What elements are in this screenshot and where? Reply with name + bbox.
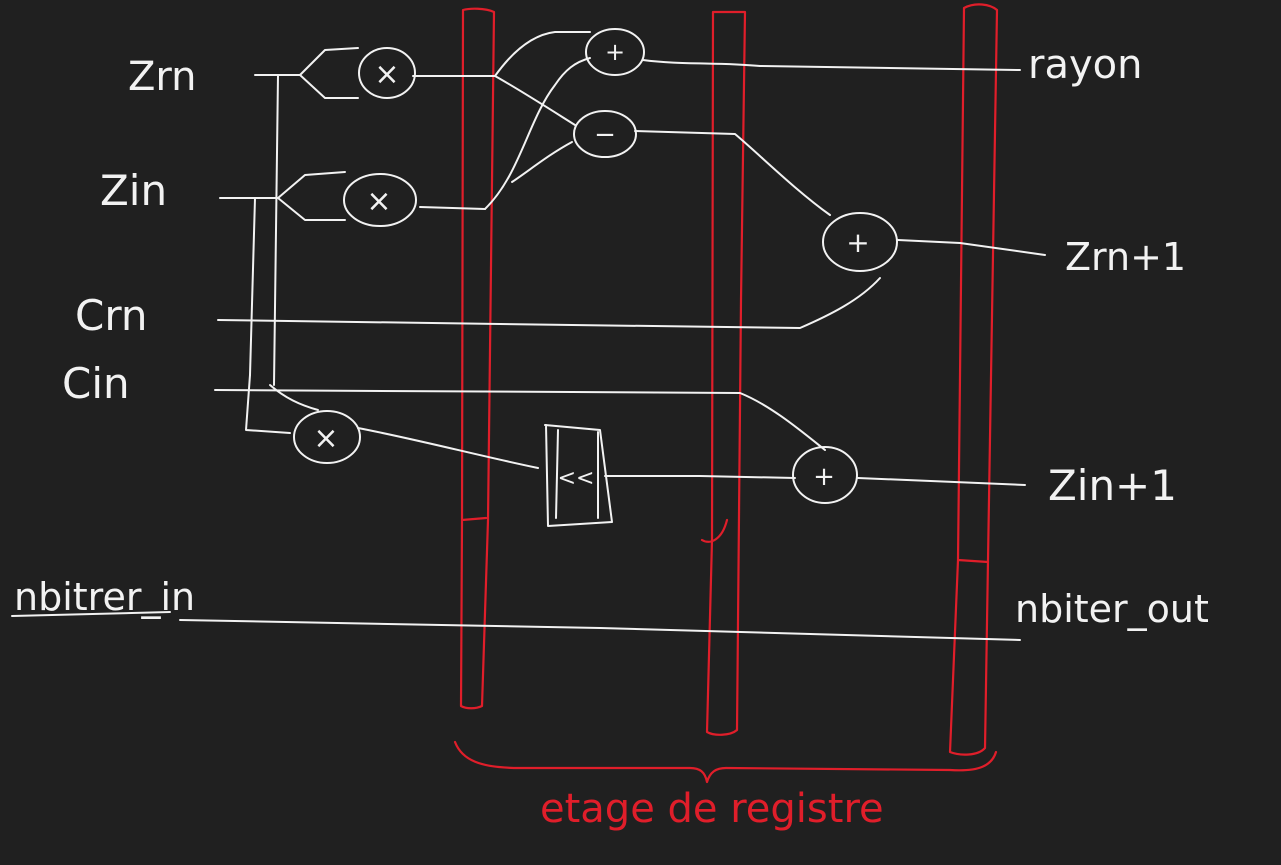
shift-symbol: << [558, 466, 595, 491]
wire-zin1-out [857, 477, 1026, 486]
wire-zin-fork [277, 171, 346, 221]
register-stages [453, 3, 999, 784]
add-bottom-node [792, 446, 858, 504]
add-right-node [822, 212, 898, 272]
label-rayon: rayon [1028, 42, 1142, 88]
wire-cross-b [269, 384, 319, 411]
wire-zrn-fork [299, 47, 359, 99]
wire-zrn2-to-sub [494, 75, 576, 126]
label-nbiter-in: nbitrer_in [14, 575, 195, 619]
nbiter-in-underline [11, 611, 171, 617]
add-top-node [585, 28, 645, 76]
wire-nbiter [179, 619, 1021, 641]
wire-zrn2-to-add [494, 31, 591, 77]
label-zrn1: Zrn+1 [1065, 235, 1186, 279]
mul-cross-symbol: × [313, 421, 338, 456]
wire-cin [214, 389, 826, 451]
mul-cross-node [293, 410, 361, 464]
add-bottom-symbol: + [813, 462, 835, 492]
label-nbiter-out: nbiter_out [1015, 587, 1209, 631]
sub-node [573, 110, 637, 158]
operators [293, 28, 898, 504]
wire-crn [217, 277, 881, 329]
wire-zin2-to-add [484, 57, 591, 210]
register-bar-2 [700, 10, 747, 736]
register-bar-3 [948, 3, 999, 756]
wire-zin-vert [249, 197, 256, 376]
label-zin1: Zin+1 [1048, 461, 1177, 510]
wires [11, 31, 1046, 641]
add-top-symbol: + [605, 38, 625, 66]
label-zin: Zin [100, 166, 167, 215]
wire-zrn1-out [897, 239, 1046, 256]
wire-rayon [642, 59, 1021, 71]
sub-symbol: − [594, 120, 616, 150]
wire-zin2-to-sub [511, 141, 573, 183]
brace [453, 740, 998, 784]
wire-mulzin-out [419, 206, 486, 210]
shift-box [544, 424, 613, 527]
label-zrn: Zrn [128, 54, 197, 100]
add-right-symbol: + [846, 226, 869, 259]
wire-zrn-vert [273, 74, 279, 386]
register-bar-1 [459, 7, 496, 710]
wire-cross-out [357, 427, 539, 469]
label-cin: Cin [62, 359, 130, 408]
mul-zrn-node [358, 47, 416, 99]
label-crn: Crn [75, 291, 147, 340]
wire-sub-out [634, 130, 831, 216]
mul-zrn-symbol: × [374, 57, 399, 92]
mul-zin-symbol: × [366, 184, 391, 219]
wire-shift-to-add [604, 475, 796, 479]
wire-cross-a [245, 374, 291, 434]
mul-zin-node [343, 173, 417, 227]
caption-register-stage: etage de registre [540, 786, 884, 832]
